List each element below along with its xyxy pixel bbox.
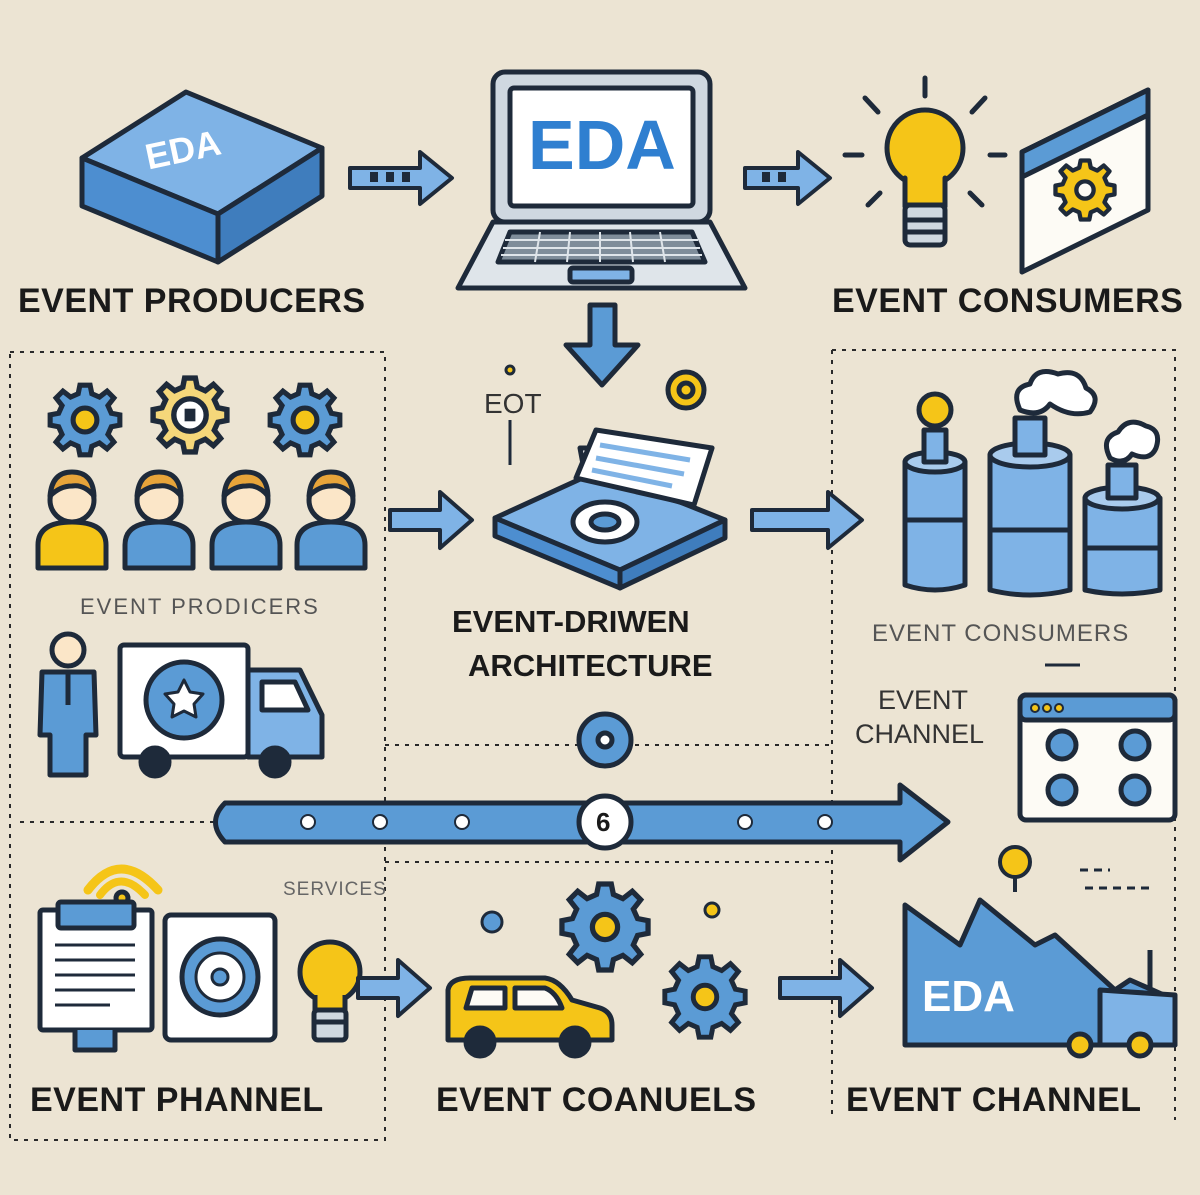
database-cylinder-icon — [902, 391, 968, 593]
architecture-label-line1: EVENT-DRIWEN — [452, 604, 690, 639]
wifi-signal-icon — [83, 864, 163, 907]
person-icon — [37, 631, 99, 778]
arrow-right-icon — [743, 150, 832, 206]
gear-icon — [50, 385, 120, 455]
event-channel-center-title: EVENT COANUELS — [436, 1081, 757, 1119]
event-channel-label-line2: CHANNEL — [855, 719, 985, 749]
factory-label: EDA — [922, 972, 1015, 1021]
device-dial-icon — [162, 912, 278, 1043]
architecture-label-line2: ARCHITECTURE — [468, 648, 713, 683]
arrow-right-icon — [388, 490, 474, 550]
person-icon — [35, 469, 109, 571]
iot-marker-icon — [504, 364, 516, 465]
truck-icon — [117, 642, 325, 779]
lightbulb-icon — [297, 939, 363, 1043]
event-channel-right-title: EVENT CHANNEL — [846, 1081, 1142, 1119]
person-icon — [209, 469, 283, 571]
car-icon — [445, 975, 615, 1059]
channel-badge-number: 6 — [596, 807, 611, 837]
arrow-right-icon — [356, 958, 432, 1018]
document-icon — [37, 899, 155, 1053]
window-panel-icon — [1019, 87, 1151, 275]
gear-icon — [665, 957, 745, 1037]
lightbulb-icon — [842, 75, 1008, 248]
producer-box-icon — [79, 89, 325, 265]
small-gear-icon — [480, 901, 721, 934]
event-producers-sublabel: EVENT PRODICERS — [80, 594, 320, 619]
services-label: SERVICES — [283, 879, 387, 900]
event-producers-title: EVENT PRODUCERS — [18, 282, 366, 320]
person-icon — [122, 469, 196, 571]
arrow-right-icon — [778, 958, 874, 1018]
database-cylinder-icon — [987, 369, 1098, 598]
gear-icon — [562, 884, 648, 970]
coin-icon — [998, 845, 1032, 892]
iot-label: EOT — [484, 388, 542, 419]
laptop-screen-label: EDA — [528, 106, 676, 184]
arrow-right-icon — [348, 150, 454, 206]
database-cylinder-icon — [1082, 419, 1163, 597]
event-flow-arrow-icon — [213, 782, 951, 863]
arrow-right-icon — [750, 490, 864, 550]
coin-icon — [665, 369, 707, 411]
event-channel-left-title: EVENT PHANNEL — [30, 1081, 324, 1119]
signal-dashes — [1080, 868, 1150, 890]
event-consumers-sublabel: EVENT CONSUMERS — [872, 620, 1130, 647]
event-channel-label-line1: EVENT — [878, 685, 969, 715]
event-platform-icon — [492, 427, 728, 591]
laptop-icon — [455, 69, 748, 291]
person-icon — [294, 469, 368, 571]
event-consumers-title: EVENT CONSUMERS — [832, 282, 1184, 320]
gear-icon — [153, 378, 227, 452]
arrow-down-icon — [563, 302, 641, 388]
window-panel-icon — [1017, 692, 1178, 823]
factory-icon — [902, 897, 1178, 1059]
gear-icon — [270, 385, 340, 455]
sync-badge-icon — [576, 711, 634, 769]
